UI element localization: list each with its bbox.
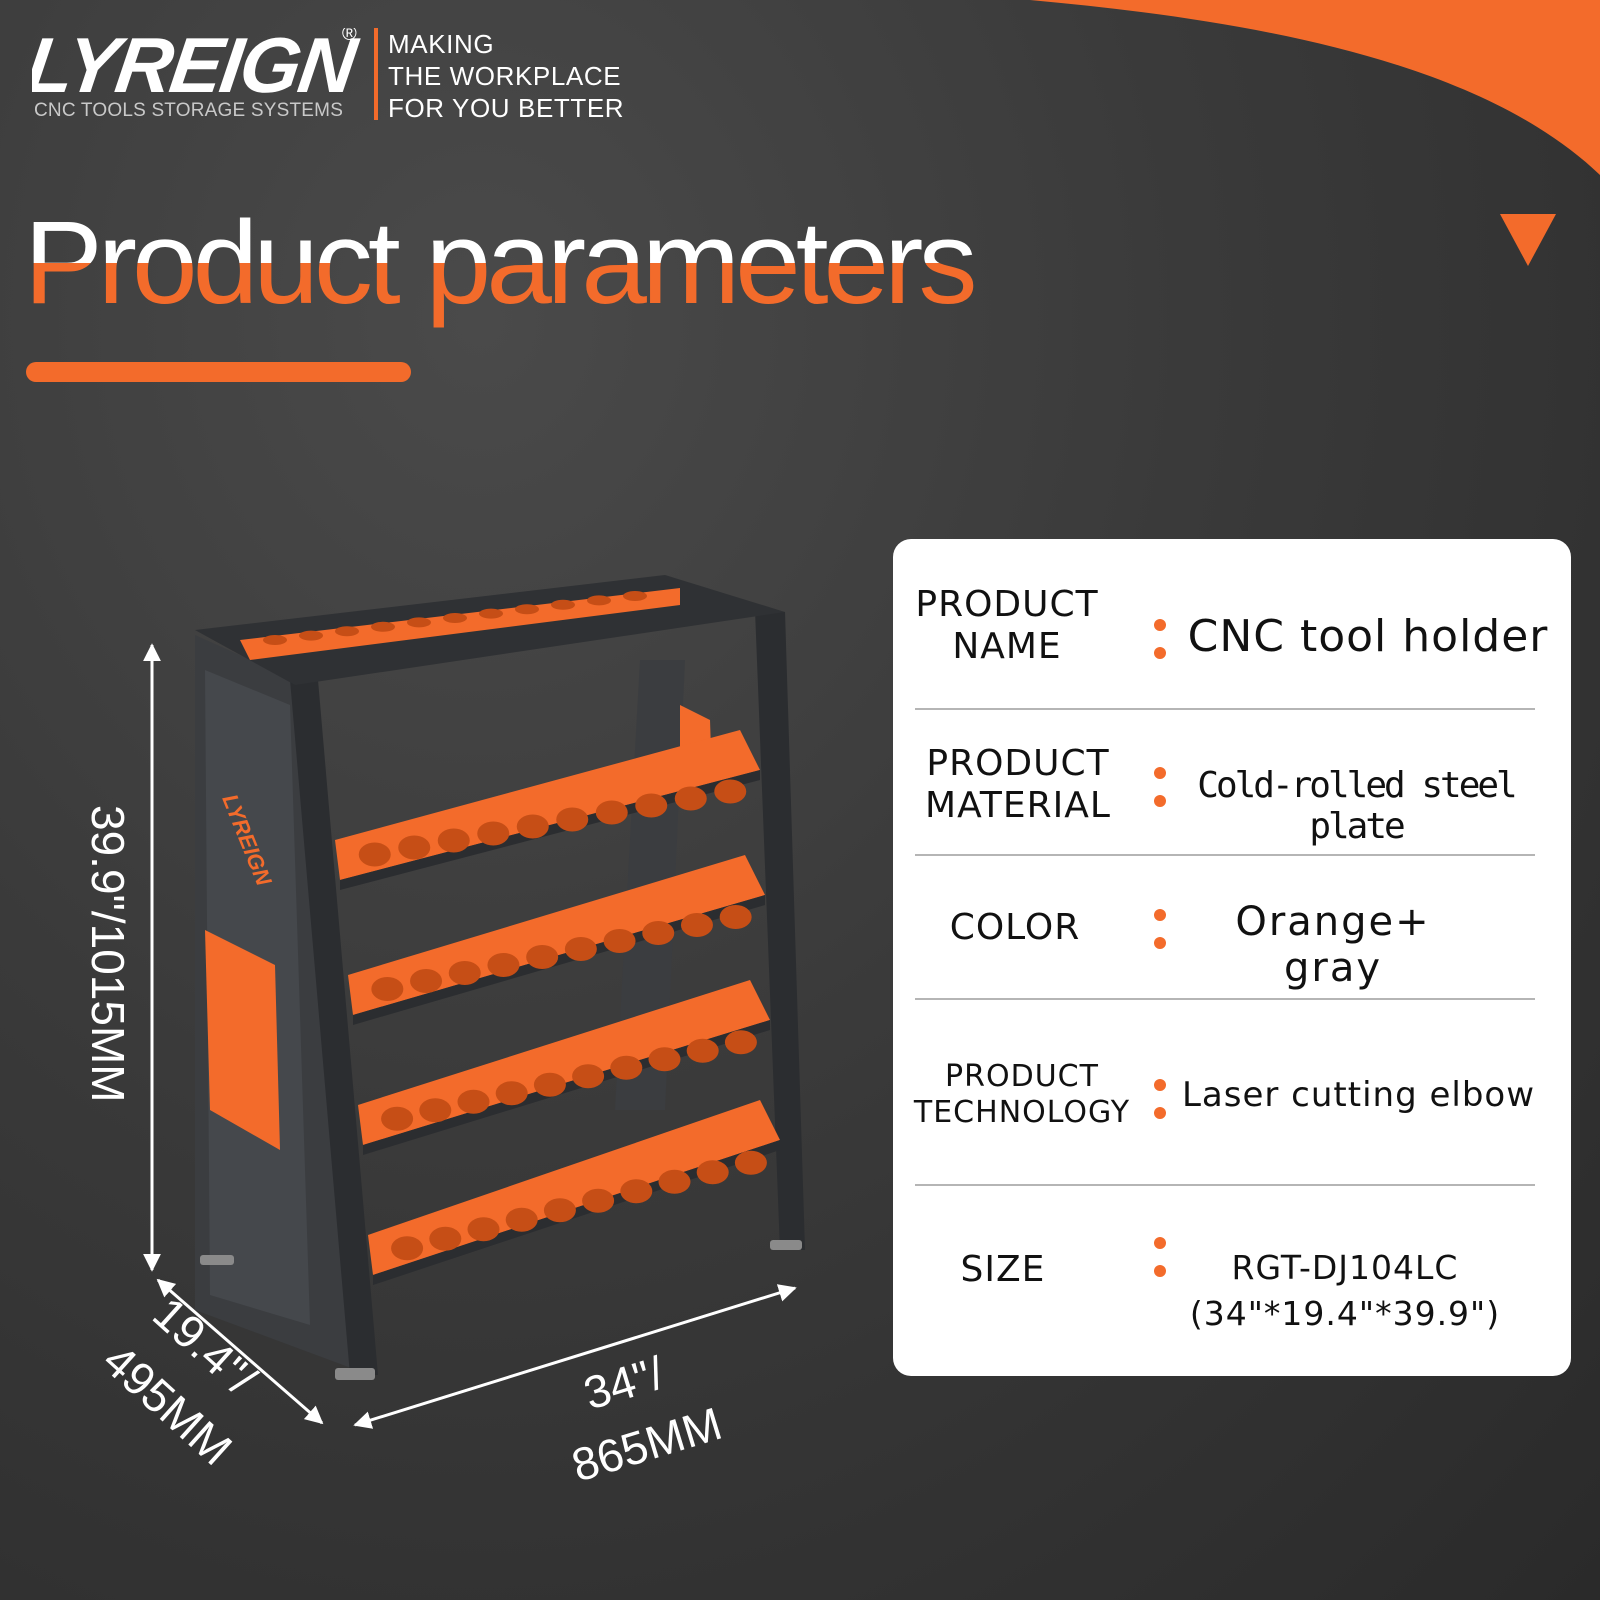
- row-divider: [915, 708, 1535, 710]
- row-divider: [915, 1184, 1535, 1186]
- depth-dimension-arrow: [156, 1278, 324, 1425]
- param-value-size: RGT-DJ104LC (34"*19.4"*39.9"): [1189, 1248, 1501, 1333]
- brand-logo: LYREIGN ®: [32, 28, 363, 100]
- title-underline-bar: [26, 362, 411, 382]
- width-dimension-arrow: [353, 1284, 797, 1429]
- param-value-color: Orange+ gray: [1235, 899, 1431, 991]
- title-part-2: parameters: [426, 197, 974, 329]
- colon-icon: [1154, 619, 1166, 675]
- colon-icon: [1154, 909, 1166, 965]
- param-label-product-name: PRODUCT NAME: [915, 584, 1099, 667]
- param-value-product-material: Cold-rolled steel plate: [1197, 765, 1517, 847]
- title-part-1: Product: [24, 197, 400, 329]
- colon-icon: [1154, 1237, 1166, 1293]
- colon-icon: [1154, 1079, 1166, 1135]
- brand-tagline: CNC TOOLS STORAGE SYSTEMS: [34, 100, 344, 121]
- slogan-line: FOR YOU BETTER: [388, 93, 625, 123]
- tool-rack: LYREIGN: [195, 575, 805, 1380]
- row-divider: [915, 854, 1535, 856]
- row-divider: [915, 998, 1535, 1000]
- parameter-card: PRODUCT NAME CNC tool holder PRODUCT MAT…: [893, 539, 1571, 1376]
- colon-icon: [1154, 767, 1166, 823]
- param-value-product-technology: Laser cutting elbow: [1181, 1075, 1536, 1115]
- orange-triangle-down-icon: [1500, 214, 1556, 266]
- brand-logo-text: LYREIGN: [32, 28, 363, 100]
- param-label-color: COLOR: [949, 907, 1081, 948]
- width-dimension-label-1: 34"/: [578, 1346, 670, 1419]
- product-illustration: LYREIGN 39.9"/1015MM 19.4"/ 495MM 34"/ 8…: [82, 575, 805, 1429]
- param-label-product-technology: PRODUCT TECHNOLOGY: [913, 1059, 1131, 1130]
- param-label-size: SIZE: [960, 1249, 1046, 1290]
- param-label-product-material: PRODUCT MATERIAL: [925, 743, 1111, 826]
- slogan-line: THE WORKPLACE: [388, 61, 622, 91]
- slogan-line: MAKING: [388, 29, 495, 59]
- param-value-product-name: CNC tool holder: [1187, 611, 1549, 662]
- registered-mark: ®: [342, 28, 357, 45]
- slogan: MAKING THE WORKPLACE FOR YOU BETTER: [388, 28, 624, 124]
- height-dimension-label: 39.9"/1015MM: [82, 805, 134, 1103]
- logo-divider: [374, 28, 378, 120]
